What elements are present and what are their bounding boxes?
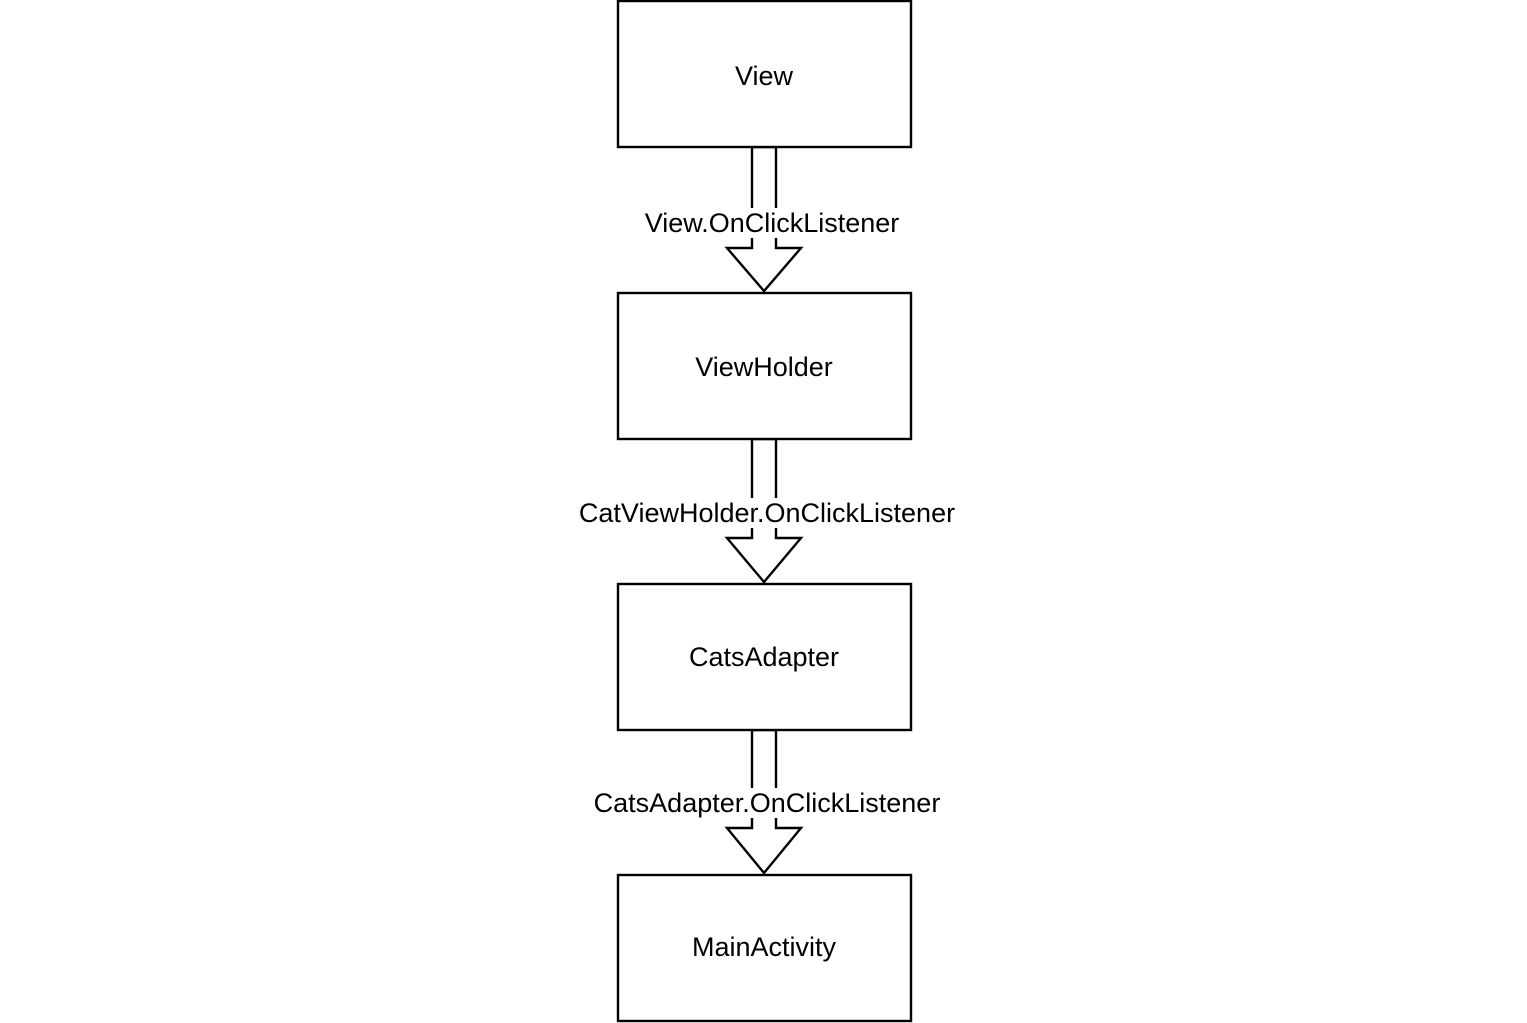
node-mainactivity: MainActivity: [616, 873, 913, 1023]
node-label-catsadapter: CatsAdapter: [689, 642, 839, 672]
node-catsadapter: CatsAdapter: [616, 582, 913, 732]
edge-label-catviewholder-onclicklistener: CatViewHolder.OnClickListener: [579, 498, 955, 528]
node-label-mainactivity: MainActivity: [692, 932, 837, 962]
arrow-catsadapter-to-mainactivity: CatsAdapter.OnClickListener: [588, 728, 946, 875]
node-label-view: View: [735, 61, 794, 91]
arrow-view-to-viewholder: View.OnClickListener: [640, 145, 904, 293]
node-label-viewholder: ViewHolder: [695, 352, 833, 382]
arrow-viewholder-to-catsadapter: CatViewHolder.OnClickListener: [572, 437, 962, 584]
node-viewholder: ViewHolder: [616, 291, 913, 441]
edge-label-catsadapter-onclicklistener: CatsAdapter.OnClickListener: [594, 788, 941, 818]
edge-label-view-onclicklistener: View.OnClickListener: [645, 208, 900, 238]
node-view: View: [616, 0, 913, 149]
